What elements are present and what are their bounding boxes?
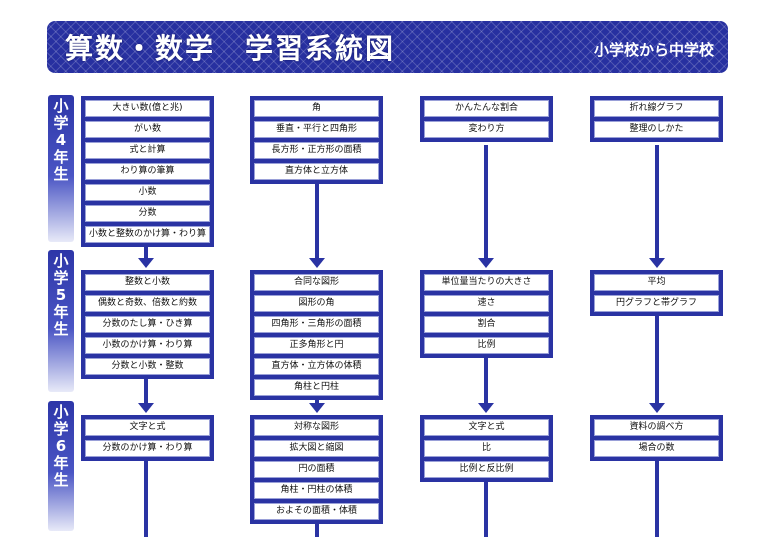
arrow-down-icon bbox=[138, 403, 154, 413]
topic-item: 比例 bbox=[424, 337, 549, 354]
topic-item: 場合の数 bbox=[594, 440, 719, 457]
topic-item: 分数 bbox=[85, 205, 210, 222]
topic-item: およその面積・体積 bbox=[254, 503, 379, 520]
topic-item: 長方形・正方形の面積 bbox=[254, 142, 379, 159]
topic-item: 文字と式 bbox=[424, 419, 549, 436]
topic-item: 大きい数(億と兆) bbox=[85, 100, 210, 117]
topic-item: 文字と式 bbox=[85, 419, 210, 436]
topic-item: がい数 bbox=[85, 121, 210, 138]
connector-line bbox=[144, 454, 148, 537]
topic-item: 単位量当たりの大きさ bbox=[424, 274, 549, 291]
topic-item: 円グラフと帯グラフ bbox=[594, 295, 719, 312]
connector-line bbox=[484, 145, 488, 260]
topic-item: 角 bbox=[254, 100, 379, 117]
topic-item: 正多角形と円 bbox=[254, 337, 379, 354]
topic-item: 図形の角 bbox=[254, 295, 379, 312]
topic-item: 速さ bbox=[424, 295, 549, 312]
topic-panel-g4-data: 折れ線グラフ 整理のしかた bbox=[590, 96, 723, 142]
topic-item: 対称な図形 bbox=[254, 419, 379, 436]
topic-item: 整数と小数 bbox=[85, 274, 210, 291]
topic-panel-g5-data: 平均 円グラフと帯グラフ bbox=[590, 270, 723, 316]
topic-panel-g4-numbers: 大きい数(億と兆) がい数 式と計算 わり算の筆算 小数 分数 小数と整数のかけ… bbox=[81, 96, 214, 247]
topic-item: 直方体・立方体の体積 bbox=[254, 358, 379, 375]
topic-item: 分数のかけ算・わり算 bbox=[85, 440, 210, 457]
topic-item: 円の面積 bbox=[254, 461, 379, 478]
topic-panel-g6-data: 資料の調べ方 場合の数 bbox=[590, 415, 723, 461]
topic-item: 四角形・三角形の面積 bbox=[254, 316, 379, 333]
topic-item: 平均 bbox=[594, 274, 719, 291]
arrow-down-icon bbox=[309, 403, 325, 413]
page-subtitle: 小学校から中学校 bbox=[593, 41, 714, 59]
page-title: 算数・数学 学習系統図 bbox=[65, 32, 396, 65]
topic-item: 小数と整数のかけ算・わり算 bbox=[85, 226, 210, 243]
topic-item: 分数と小数・整数 bbox=[85, 358, 210, 375]
connector-line bbox=[655, 314, 659, 405]
topic-item: 直方体と立方体 bbox=[254, 163, 379, 180]
topic-item: 折れ線グラフ bbox=[594, 100, 719, 117]
topic-item: 式と計算 bbox=[85, 142, 210, 159]
arrow-down-icon bbox=[649, 258, 665, 268]
topic-item: 拡大図と縮図 bbox=[254, 440, 379, 457]
topic-panel-g4-ratio: かんたんな割合 変わり方 bbox=[420, 96, 553, 142]
topic-item: 合同な図形 bbox=[254, 274, 379, 291]
topic-item: 整理のしかた bbox=[594, 121, 719, 138]
connector-line bbox=[144, 240, 148, 260]
topic-item: 資料の調べ方 bbox=[594, 419, 719, 436]
topic-item: 角柱と円柱 bbox=[254, 379, 379, 396]
connector-line bbox=[315, 183, 319, 260]
topic-item: 比例と反比例 bbox=[424, 461, 549, 478]
connector-line bbox=[484, 352, 488, 405]
topic-panel-g6-ratio: 文字と式 比 比例と反比例 bbox=[420, 415, 553, 482]
topic-item: 小数 bbox=[85, 184, 210, 201]
topic-item: かんたんな割合 bbox=[424, 100, 549, 117]
arrow-down-icon bbox=[309, 258, 325, 268]
topic-panel-g6-numbers: 文字と式 分数のかけ算・わり算 bbox=[81, 415, 214, 461]
topic-item: 垂直・平行と四角形 bbox=[254, 121, 379, 138]
topic-item: わり算の筆算 bbox=[85, 163, 210, 180]
topic-panel-g6-geometry: 対称な図形 拡大図と縮図 円の面積 角柱・円柱の体積 およその面積・体積 bbox=[250, 415, 383, 524]
topic-item: 偶数と奇数、倍数と約数 bbox=[85, 295, 210, 312]
header-banner: 算数・数学 学習系統図 小学校から中学校 bbox=[47, 21, 728, 73]
topic-panel-g4-geometry: 角 垂直・平行と四角形 長方形・正方形の面積 直方体と立方体 bbox=[250, 96, 383, 184]
topic-panel-g5-geometry: 合同な図形 図形の角 四角形・三角形の面積 正多角形と円 直方体・立方体の体積 … bbox=[250, 270, 383, 400]
arrow-down-icon bbox=[138, 258, 154, 268]
topic-item: 変わり方 bbox=[424, 121, 549, 138]
connector-line bbox=[655, 459, 659, 537]
topic-item: 分数のたし算・ひき算 bbox=[85, 316, 210, 333]
topic-item: 角柱・円柱の体積 bbox=[254, 482, 379, 499]
connector-line bbox=[484, 476, 488, 537]
connector-line bbox=[144, 371, 148, 405]
topic-panel-g5-numbers: 整数と小数 偶数と奇数、倍数と約数 分数のたし算・ひき算 小数のかけ算・わり算 … bbox=[81, 270, 214, 379]
arrow-down-icon bbox=[478, 403, 494, 413]
topic-item: 割合 bbox=[424, 316, 549, 333]
topic-item: 小数のかけ算・わり算 bbox=[85, 337, 210, 354]
connector-line bbox=[315, 516, 319, 537]
topic-item: 比 bbox=[424, 440, 549, 457]
arrow-down-icon bbox=[649, 403, 665, 413]
arrow-down-icon bbox=[478, 258, 494, 268]
connector-line bbox=[655, 145, 659, 260]
topic-panel-g5-ratio: 単位量当たりの大きさ 速さ 割合 比例 bbox=[420, 270, 553, 358]
